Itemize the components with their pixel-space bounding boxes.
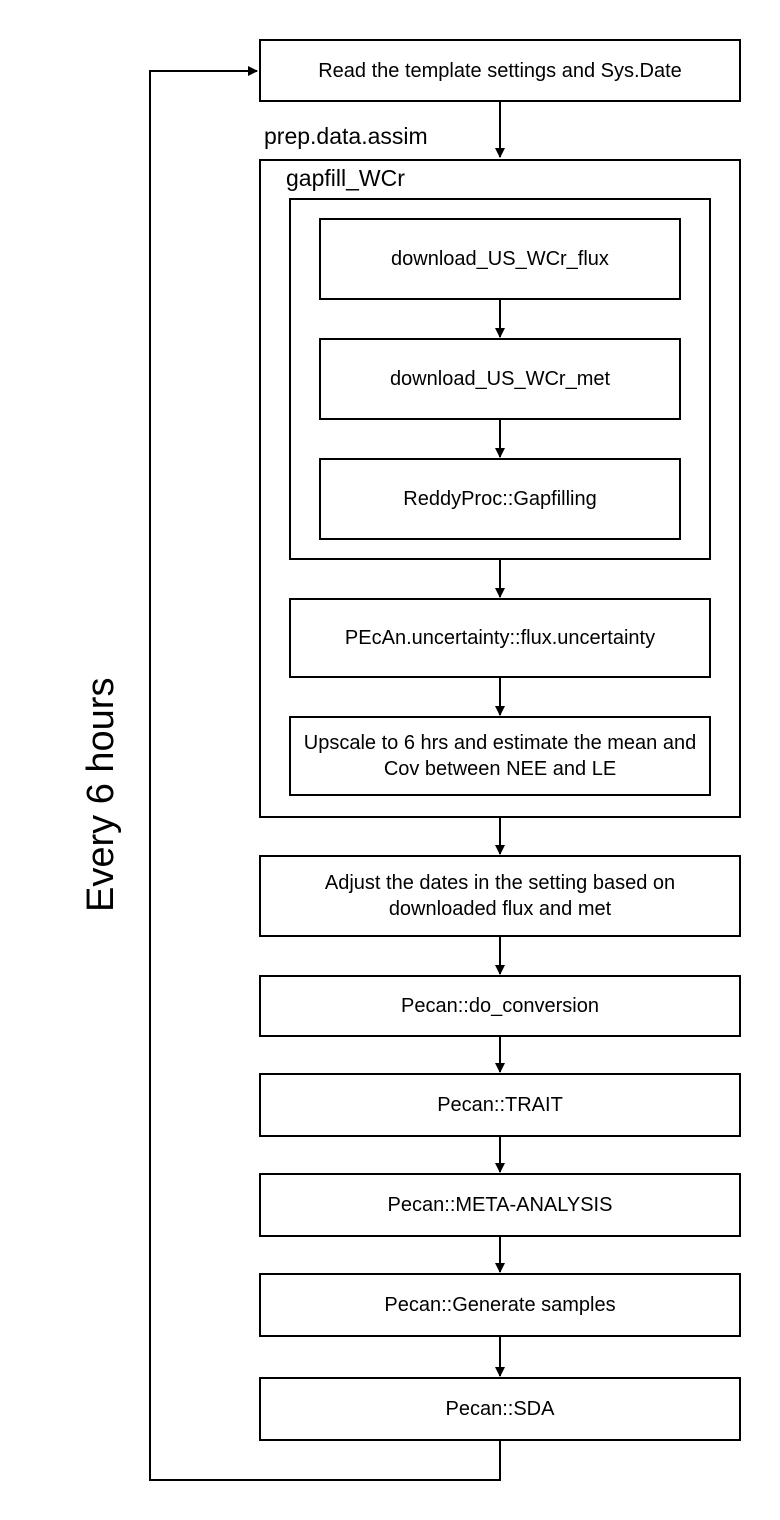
step-download-flux: download_US_WCr_flux bbox=[319, 218, 681, 300]
step-upscale: Upscale to 6 hrs and estimate the mean a… bbox=[289, 716, 711, 796]
loop-label: Every 6 hours bbox=[80, 677, 122, 912]
step-reddyproc-gapfilling: ReddyProc::Gapfilling bbox=[319, 458, 681, 540]
step-generate-samples: Pecan::Generate samples bbox=[259, 1273, 741, 1337]
step-sda: Pecan::SDA bbox=[259, 1377, 741, 1441]
gapfill-wcr-label: gapfill_WCr bbox=[286, 165, 405, 191]
step-meta-analysis: Pecan::META-ANALYSIS bbox=[259, 1173, 741, 1237]
step-adjust-dates: Adjust the dates in the setting based on… bbox=[259, 855, 741, 937]
prep-data-assim-label: prep.data.assim bbox=[264, 123, 428, 149]
step-flux-uncertainty: PEcAn.uncertainty::flux.uncertainty bbox=[289, 598, 711, 678]
step-trait: Pecan::TRAIT bbox=[259, 1073, 741, 1137]
step-do-conversion: Pecan::do_conversion bbox=[259, 975, 741, 1037]
step-download-met: download_US_WCr_met bbox=[319, 338, 681, 420]
step-read-settings: Read the template settings and Sys.Date bbox=[259, 39, 741, 102]
